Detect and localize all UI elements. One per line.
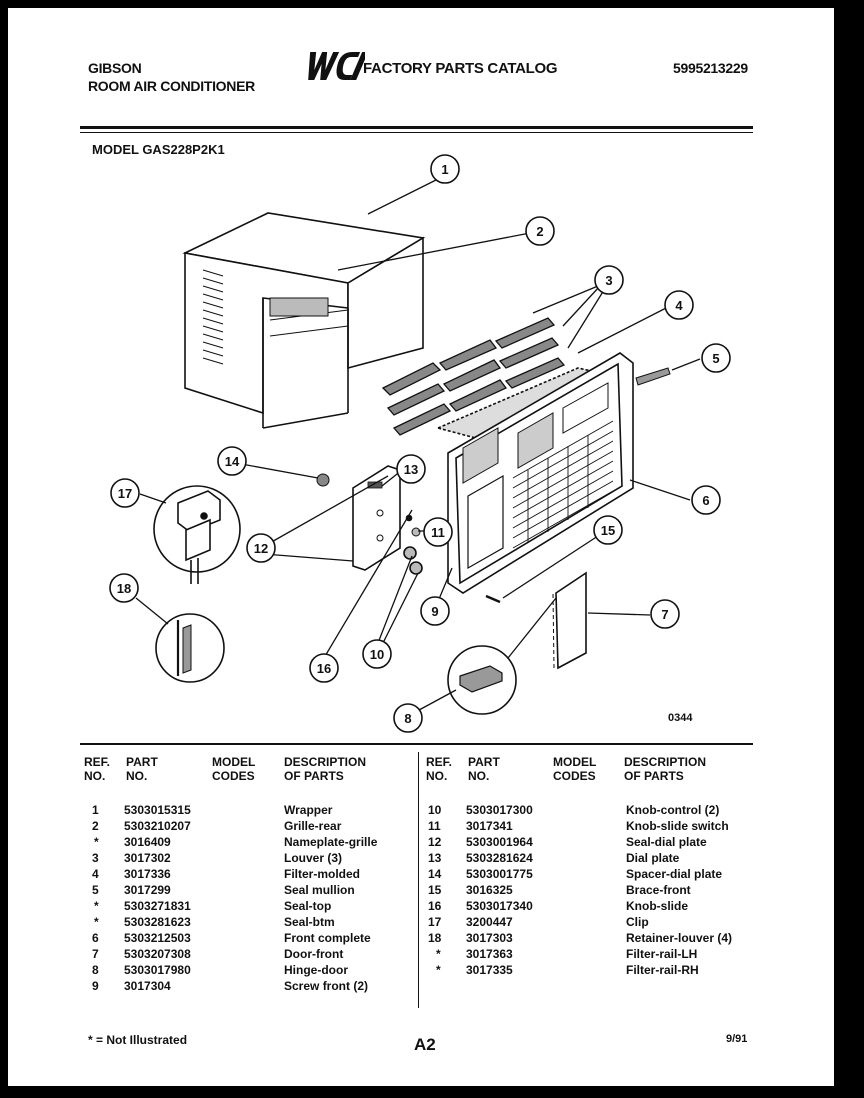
model-number: MODEL GAS228P2K1 (92, 142, 225, 157)
brace-front-icon (485, 594, 501, 604)
callout-labels: 1 2 3 4 5 6 7 8 9 10 11 12 13 14 15 16 1… (117, 162, 720, 726)
svg-text:12: 12 (254, 541, 268, 556)
header-ref-no-left: REF. NO. (84, 755, 111, 783)
callout-2 (525, 216, 555, 246)
header-description-left: DESCRIPTION OF PARTS (284, 755, 367, 783)
callout-9 (420, 596, 450, 626)
clip-detail-icon (153, 485, 241, 584)
diagram-code: 0344 (668, 712, 693, 724)
door-front-icon (552, 571, 587, 670)
louver-set-icon (381, 317, 566, 436)
header-rule (80, 126, 753, 129)
brand-name: GIBSON (88, 60, 142, 76)
callout-10 (362, 639, 392, 669)
exploded-parts-diagram: 1 2 3 4 5 6 7 8 9 10 11 12 13 14 15 16 1… (109, 154, 731, 733)
callout-11 (423, 517, 453, 547)
wrapper-cabinet-icon (182, 212, 426, 429)
callout-circles (109, 154, 731, 733)
svg-text:10: 10 (370, 647, 384, 662)
callout-17 (110, 478, 140, 508)
catalog-title: FACTORY PARTS CATALOG (363, 60, 558, 77)
revision-date: 9/91 (726, 1033, 748, 1045)
document-number: 5995213229 (673, 60, 748, 76)
front-complete-icon (447, 352, 634, 594)
catalog-page: GIBSON ROOM AIR CONDITIONER FACTORY PART… (8, 8, 834, 1086)
callout-5 (701, 343, 731, 373)
dial-plate-icon (352, 465, 401, 571)
callout-12 (246, 533, 276, 563)
product-type: ROOM AIR CONDITIONER (88, 78, 255, 94)
wci-logo-icon (308, 52, 365, 80)
svg-text:15: 15 (601, 523, 615, 538)
svg-text:2: 2 (536, 224, 543, 239)
header-model-codes-right: MODEL CODES (553, 755, 597, 783)
callout-14 (217, 446, 247, 476)
callout-13 (396, 454, 426, 484)
svg-text:1: 1 (441, 162, 448, 177)
callout-4 (664, 290, 694, 320)
header-model-codes-left: MODEL CODES (212, 755, 256, 783)
svg-text:11: 11 (431, 525, 445, 540)
svg-text:7: 7 (661, 607, 668, 622)
callout-6 (691, 485, 721, 515)
callout-8 (393, 703, 423, 733)
header-part-no-right: PART NO. (468, 755, 500, 783)
callout-7 (650, 599, 680, 629)
callout-15 (593, 515, 623, 545)
svg-text:13: 13 (404, 462, 418, 477)
svg-text:8: 8 (404, 711, 411, 726)
callout-3 (594, 265, 624, 295)
svg-text:14: 14 (225, 454, 240, 469)
knob-control-icon (316, 473, 423, 575)
header-description-right: DESCRIPTION OF PARTS (624, 755, 707, 783)
callout-1 (430, 154, 460, 184)
leader-lines (135, 179, 701, 717)
svg-text:5: 5 (712, 351, 719, 366)
hinge-door-detail-icon (447, 597, 557, 715)
svg-text:6: 6 (702, 493, 709, 508)
footnote: * = Not Illustrated (88, 1033, 188, 1047)
retainer-louver-detail-icon (155, 613, 225, 683)
table-column-divider (418, 752, 419, 1008)
svg-text:4: 4 (675, 298, 683, 313)
svg-text:18: 18 (117, 581, 131, 596)
page-number: A2 (414, 1035, 436, 1054)
table-top-rule (80, 743, 753, 745)
svg-text:9: 9 (431, 604, 438, 619)
header-rule-thin (80, 132, 753, 133)
seal-mullion-icon (635, 367, 671, 386)
svg-text:16: 16 (317, 661, 331, 676)
svg-text:17: 17 (118, 486, 132, 501)
callout-18 (109, 573, 139, 603)
header-part-no-left: PART NO. (126, 755, 158, 783)
callout-16 (309, 653, 339, 683)
svg-text:3: 3 (605, 273, 612, 288)
header-ref-no-right: REF. NO. (426, 755, 453, 783)
